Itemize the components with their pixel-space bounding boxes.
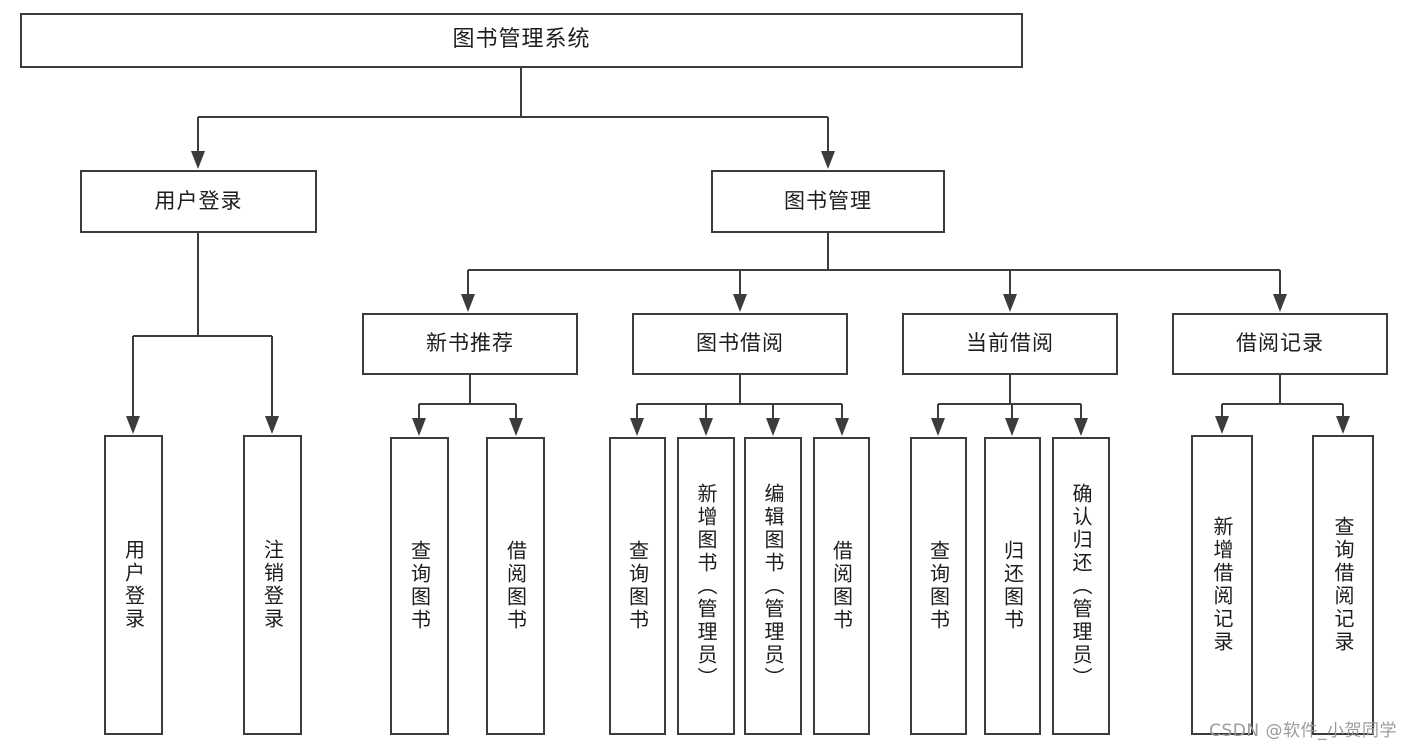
node-leaf-1-label: 注销登录: [260, 539, 285, 631]
node-leaf-12-label: 查询借阅记录: [1331, 516, 1355, 654]
node-leaf-11-label: 新增借阅记录: [1210, 516, 1234, 654]
node-root-label: 图书管理系统: [452, 27, 591, 53]
node-leaf-1[interactable]: 注销登录: [243, 435, 302, 735]
node-leaf-3-label: 借阅图书: [503, 540, 528, 632]
node-leaf-6[interactable]: 编辑图书（管理员）: [744, 437, 802, 735]
node-leaf-2[interactable]: 查询图书: [390, 437, 449, 735]
node-leaf-8[interactable]: 查询图书: [910, 437, 967, 735]
node-leaf-7-label: 借阅图书: [829, 540, 854, 632]
node-leaf-2-label: 查询图书: [407, 540, 432, 632]
node-leaf-4-label: 查询图书: [625, 540, 650, 632]
csdn-watermark: CSDN @软件_小贺同学: [1209, 721, 1397, 741]
node-level2-1-label: 图书管理: [784, 188, 872, 213]
node-root[interactable]: 图书管理系统: [20, 13, 1023, 68]
node-level3-1-label: 图书借阅: [696, 331, 784, 356]
node-leaf-5[interactable]: 新增图书（管理员）: [677, 437, 735, 735]
node-leaf-5-label: 新增图书（管理员）: [694, 482, 718, 690]
node-leaf-0[interactable]: 用户登录: [104, 435, 163, 735]
node-level3-3-label: 借阅记录: [1236, 331, 1324, 356]
node-level3-2-label: 当前借阅: [966, 331, 1054, 356]
node-leaf-7[interactable]: 借阅图书: [813, 437, 870, 735]
node-level3-2[interactable]: 当前借阅: [902, 313, 1118, 375]
node-level3-0[interactable]: 新书推荐: [362, 313, 578, 375]
node-level3-0-label: 新书推荐: [426, 331, 514, 356]
node-level3-3[interactable]: 借阅记录: [1172, 313, 1388, 375]
node-leaf-8-label: 查询图书: [926, 540, 951, 632]
node-leaf-9[interactable]: 归还图书: [984, 437, 1041, 735]
node-leaf-10-label: 确认归还（管理员）: [1069, 482, 1093, 690]
node-leaf-10[interactable]: 确认归还（管理员）: [1052, 437, 1110, 735]
node-leaf-3[interactable]: 借阅图书: [486, 437, 545, 735]
node-level3-1[interactable]: 图书借阅: [632, 313, 848, 375]
node-leaf-6-label: 编辑图书（管理员）: [761, 482, 785, 690]
node-leaf-11[interactable]: 新增借阅记录: [1191, 435, 1253, 735]
node-leaf-9-label: 归还图书: [1000, 540, 1025, 632]
node-level2-0[interactable]: 用户登录: [80, 170, 317, 233]
node-level2-1[interactable]: 图书管理: [711, 170, 945, 233]
node-leaf-0-label: 用户登录: [121, 539, 146, 631]
node-leaf-4[interactable]: 查询图书: [609, 437, 666, 735]
node-leaf-12[interactable]: 查询借阅记录: [1312, 435, 1374, 735]
node-level2-0-label: 用户登录: [154, 188, 243, 213]
